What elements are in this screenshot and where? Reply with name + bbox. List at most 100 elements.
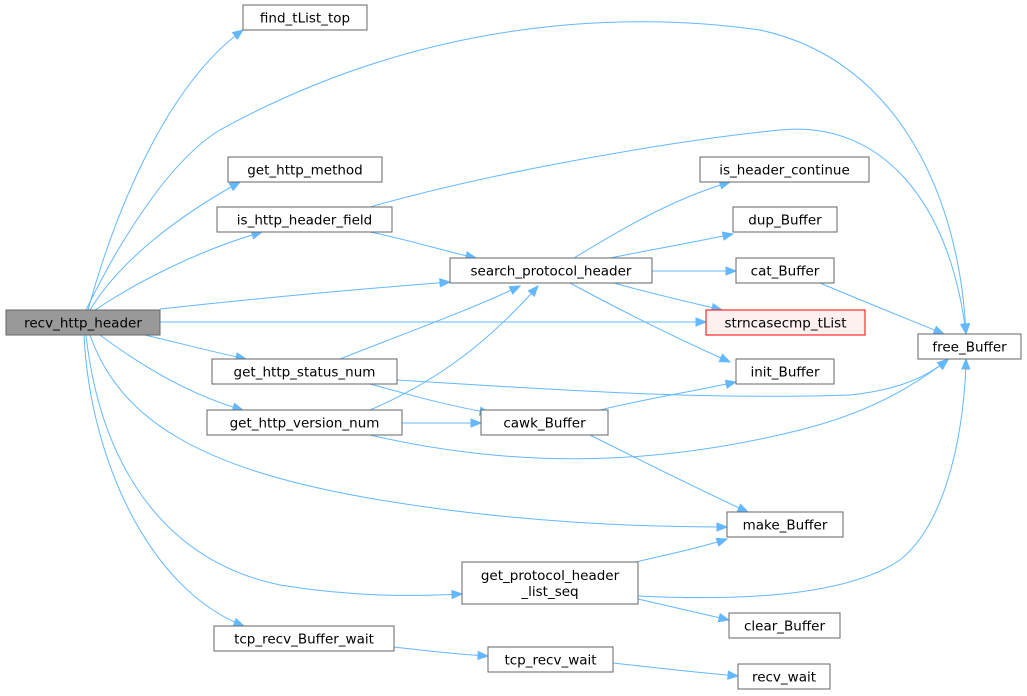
edge-line: [85, 334, 463, 596]
edge-recv_http_header-to-get_http_method: [89, 181, 242, 311]
node-get_http_status_num[interactable]: get_http_status_num: [211, 358, 398, 385]
node-label: make_Buffer: [743, 518, 828, 534]
node-is_header_continue[interactable]: is_header_continue: [699, 156, 870, 183]
node-init_Buffer[interactable]: init_Buffer: [735, 358, 835, 385]
node-label: cat_Buffer: [751, 264, 820, 280]
edge-search_protocol_header-to-dup_Buffer: [609, 231, 735, 259]
edge-arrowhead: [508, 285, 522, 295]
edge-line: [87, 29, 244, 311]
node-label: dup_Buffer: [748, 213, 822, 229]
edge-line: [589, 434, 749, 513]
edge-line: [613, 282, 723, 311]
edge-line: [339, 285, 521, 360]
node-box: [206, 409, 403, 436]
edge-line: [369, 285, 539, 411]
edge-recv_http_header-to-find_tList_top: [87, 29, 245, 311]
edge-arrowhead: [932, 325, 946, 335]
edge-line: [369, 128, 967, 335]
node-label: recv_wait: [752, 670, 816, 686]
edge-line: [89, 181, 241, 311]
edge-search_protocol_header-to-strncasecmp_tList: [613, 282, 724, 313]
node-cat_Buffer[interactable]: cat_Buffer: [735, 257, 835, 284]
edge-arrowhead: [718, 353, 732, 363]
edge-arrowhead: [721, 231, 735, 241]
edge-arrowhead: [736, 503, 750, 513]
edge-get_http_status_num-to-free_Buffer: [396, 358, 950, 397]
edge-line: [573, 181, 731, 259]
edge-recv_http_header-to-make_Buffer: [89, 334, 729, 532]
node-clear_Buffer[interactable]: clear_Buffer: [728, 612, 841, 639]
node-make_Buffer[interactable]: make_Buffer: [726, 511, 844, 538]
edge-search_protocol_header-to-is_header_continue: [573, 180, 732, 259]
edge-get_http_status_num-to-search_protocol_header: [339, 285, 522, 360]
node-box: [461, 561, 639, 605]
edge-arrowhead: [231, 29, 245, 40]
node-is_http_header_field[interactable]: is_http_header_field: [216, 206, 393, 233]
edge-line: [393, 646, 489, 657]
node-label: free_Buffer: [932, 340, 1007, 356]
edge-tcp_recv_Buffer_wait-to-tcp_recv_wait: [393, 646, 490, 661]
node-get_http_method[interactable]: get_http_method: [227, 156, 383, 183]
edge-line: [396, 358, 949, 397]
edge-cawk_Buffer-to-init_Buffer: [599, 379, 738, 411]
edge-arrowhead: [228, 181, 242, 192]
node-strncasecmp_tList[interactable]: strncasecmp_tList: [705, 309, 866, 336]
edge-arrowhead: [936, 359, 950, 370]
edge-line: [85, 21, 967, 335]
edge-line: [609, 233, 734, 259]
node-label: clear_Buffer: [744, 619, 825, 635]
edge-arrowhead: [695, 317, 708, 327]
edge-arrowhead: [717, 612, 731, 623]
node-cawk_Buffer[interactable]: cawk_Buffer: [480, 409, 609, 436]
edge-line: [89, 334, 728, 528]
node-box: [735, 257, 835, 284]
function-nodes: recv_http_header find_tList_top get_http_m…: [5, 4, 1022, 690]
edge-recv_http_header-to-strncasecmp_tList: [160, 317, 708, 327]
edge-arrowhead: [451, 589, 464, 600]
node-find_tList_top[interactable]: find_tList_top: [242, 4, 368, 31]
edge-line: [99, 334, 244, 411]
edge-get_http_version_num-to-free_Buffer: [369, 359, 950, 460]
node-label: find_tList_top: [260, 11, 350, 27]
node-free_Buffer[interactable]: free_Buffer: [917, 333, 1022, 360]
edge-line: [94, 231, 263, 311]
edge-arrowhead: [477, 650, 490, 661]
node-tcp_recv_wait[interactable]: tcp_recv_wait: [487, 646, 614, 673]
node-box: [5, 309, 161, 336]
call-edges: [83, 21, 971, 680]
edge-get_http_version_num-to-cawk_Buffer: [402, 418, 483, 428]
edge-line: [635, 538, 728, 563]
edge-get_protocol_header_list_seq-to-make_Buffer: [635, 537, 729, 563]
node-label: get_http_version_num: [230, 416, 380, 432]
edge-arrowhead: [716, 522, 729, 532]
node-box: [705, 309, 866, 336]
node-label: search_protocol_header: [471, 264, 632, 280]
node-get_protocol_header_list_seq[interactable]: get_protocol_header_list_seq: [461, 561, 639, 605]
edge-tcp_recv_wait-to-recv_wait: [612, 662, 740, 680]
edge-is_http_header_field-to-search_protocol_header: [369, 231, 478, 261]
edge-arrowhead: [727, 670, 740, 680]
node-get_http_version_num[interactable]: get_http_version_num: [206, 409, 403, 436]
node-box: [737, 663, 831, 690]
node-box: [735, 358, 835, 385]
edge-recv_http_header-to-search_protocol_header: [159, 278, 452, 310]
edge-arrowhead: [725, 266, 738, 276]
node-recv_http_header[interactable]: recv_http_header: [5, 309, 161, 336]
edge-line: [569, 282, 731, 363]
node-box: [242, 4, 368, 31]
edge-arrowhead: [715, 537, 729, 547]
edge-recv_http_header-to-get_http_status_num: [144, 334, 248, 362]
edge-line: [599, 381, 737, 411]
node-dup_Buffer[interactable]: dup_Buffer: [732, 206, 838, 233]
node-tcp_recv_Buffer_wait[interactable]: tcp_recv_Buffer_wait: [213, 625, 395, 652]
node-label: tcp_recv_Buffer_wait: [234, 632, 374, 648]
node-label: strncasecmp_tList: [724, 316, 846, 332]
edge-get_protocol_header_list_seq-to-free_Buffer: [637, 357, 971, 599]
node-search_protocol_header[interactable]: search_protocol_header: [449, 257, 653, 284]
edge-line: [637, 358, 967, 599]
node-label: get_http_status_num: [234, 365, 376, 381]
node-label: get_http_method: [247, 163, 363, 179]
node-label: init_Buffer: [750, 365, 820, 381]
node-box: [216, 206, 393, 233]
node-recv_wait[interactable]: recv_wait: [737, 663, 831, 690]
